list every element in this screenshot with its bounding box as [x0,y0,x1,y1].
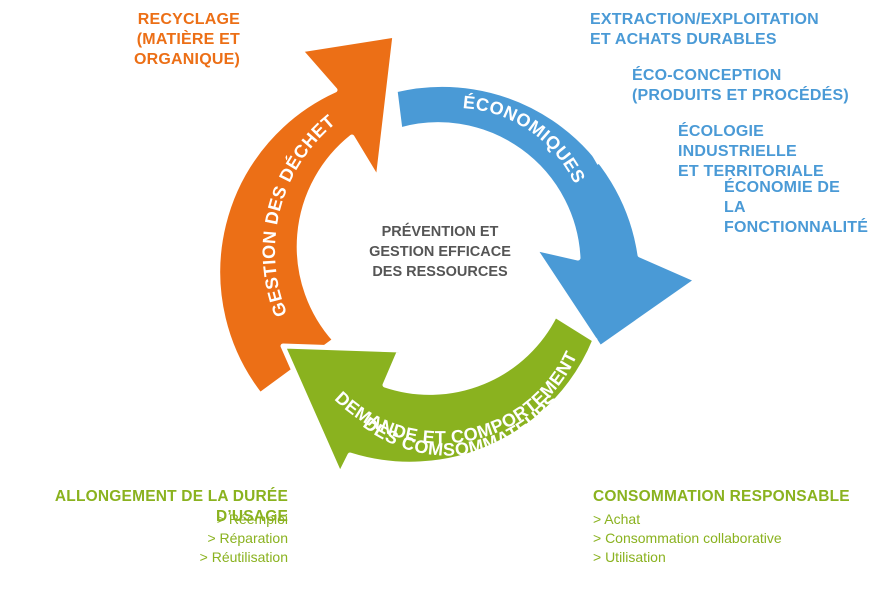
center-line-1: PRÉVENTION ET [381,224,499,240]
right-item-1-line-2: ET ACHATS DURABLES [590,31,777,48]
allongement-item-3: > Réutilisation [199,549,288,565]
right-item-1-line-1: EXTRACTION/EXPLOITATION [590,11,819,28]
center-line-2: GESTION EFFICACE [369,244,511,260]
right-item-3-line-1: ÉCOLOGIE INDUSTRIELLE [678,123,797,160]
right-item-3-line-2: ET TERRITORIALE [678,163,824,180]
right-item-4: ÉCONOMIE DE LA FONCTIONNALITÉ [724,178,886,238]
center-line-3: DES RESSOURCES [372,264,508,280]
recyclage-label: RECYCLAGE (MATIÈRE ET ORGANIQUE) [40,10,240,70]
orange-arrow [215,32,398,398]
consommation-item-3: > Utilisation [593,549,666,565]
blue-arrow [392,81,700,351]
right-item-2-line-1: ÉCO-CONCEPTION [632,67,782,84]
right-item-1: EXTRACTION/EXPLOITATION ET ACHATS DURABL… [590,10,819,50]
right-item-3: ÉCOLOGIE INDUSTRIELLE ET TERRITORIALE [678,122,886,182]
recyclage-line-1: RECYCLAGE [137,11,240,28]
allongement-item-2: > Réparation [207,530,288,546]
right-item-4-line-1: ÉCONOMIE DE [724,179,840,196]
right-item-2-line-2: (PRODUITS ET PROCÉDÉS) [632,87,849,104]
allongement-list: > Réemploi > Réparation > Réutilisation [88,510,288,567]
center-label: PRÉVENTION ET GESTION EFFICACE DES RESSO… [345,222,535,282]
consommation-title: CONSOMMATION RESPONSABLE [593,488,850,505]
right-item-2: ÉCO-CONCEPTION (PRODUITS ET PROCÉDÉS) [632,66,849,106]
allongement-item-1: > Réemploi [216,511,288,527]
green-arrow [280,312,598,478]
consommation-list: > Achat > Consommation collaborative > U… [593,510,782,567]
allongement-title: ALLONGEMENT DE LA DURÉE D’USAGE [54,488,288,525]
consommation-item-2: > Consommation collaborative [593,530,782,546]
consommation-item-1: > Achat [593,511,641,527]
recyclage-line-2: (MATIÈRE ET ORGANIQUE) [134,31,240,68]
right-item-4-line-2: LA FONCTIONNALITÉ [724,199,869,236]
